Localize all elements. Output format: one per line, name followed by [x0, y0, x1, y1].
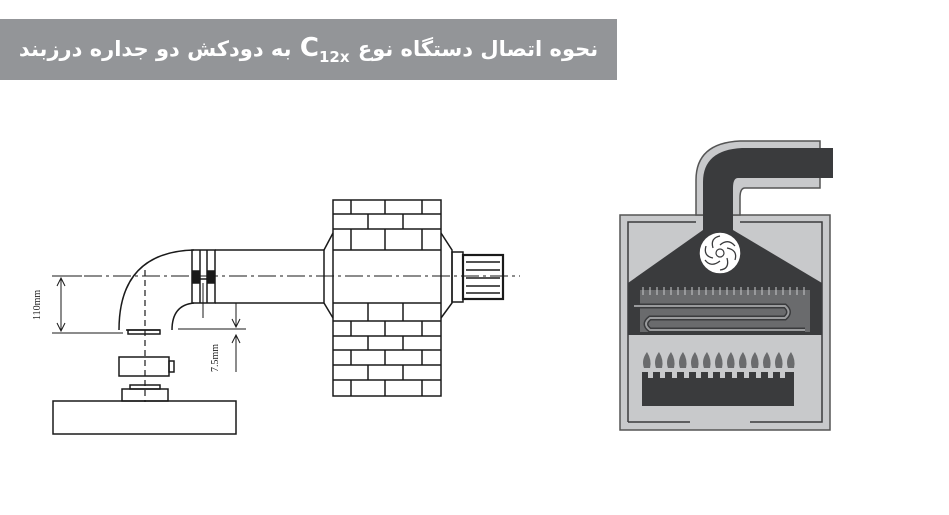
dimension-7-5mm: 7.5mm	[210, 344, 221, 372]
boiler-schematic	[619, 140, 833, 431]
title-c12x: C12x	[299, 33, 350, 66]
title-part-before: نحوه اتصال دستگاه نوع	[357, 37, 599, 61]
dimension-110mm: 110mm	[32, 290, 43, 320]
title-banner: نحوه اتصال دستگاه نوع C12x به دودکش دو ج…	[0, 19, 617, 80]
floor-block	[52, 400, 237, 435]
title-part-after: به دودکش دو جداره درزبند	[18, 37, 292, 61]
title-text: نحوه اتصال دستگاه نوع C12x به دودکش دو ج…	[19, 33, 598, 66]
